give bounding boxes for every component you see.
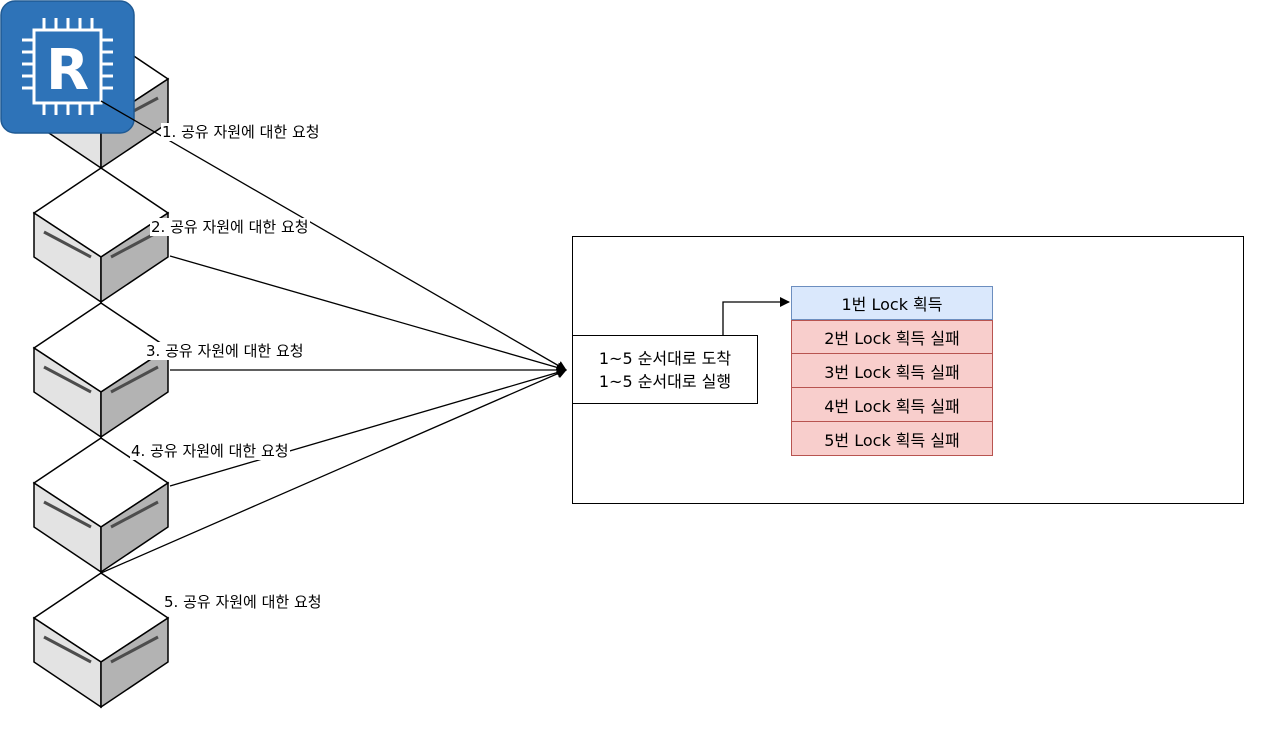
redis-logo-icon: R	[0, 0, 135, 134]
lock-row-3: 3번 Lock 획득 실패	[791, 354, 993, 388]
order-line-execute: 1~5 순서대로 실행	[598, 371, 732, 391]
request-label-5: 5. 공유 자원에 대한 요청	[163, 593, 323, 611]
order-line-arrive: 1~5 순서대로 도착	[598, 348, 732, 368]
lock-row-2: 2번 Lock 획득 실패	[791, 320, 993, 354]
lock-row-1: 1번 Lock 획득	[791, 286, 993, 320]
request-label-4: 4. 공유 자원에 대한 요청	[130, 442, 290, 460]
server-icon	[32, 167, 170, 304]
redis-logo-letter: R	[46, 38, 89, 103]
server-icon	[32, 572, 170, 709]
lock-table: 1번 Lock 획득 2번 Lock 획득 실패 3번 Lock 획득 실패 4…	[791, 286, 993, 456]
request-label-1: 1. 공유 자원에 대한 요청	[161, 123, 321, 141]
lock-row-5: 5번 Lock 획득 실패	[791, 422, 993, 456]
server-icon	[32, 302, 170, 439]
request-label-2: 2. 공유 자원에 대한 요청	[150, 218, 310, 236]
request-label-3: 3. 공유 자원에 대한 요청	[145, 342, 305, 360]
lock-row-4: 4번 Lock 획득 실패	[791, 388, 993, 422]
order-box: 1~5 순서대로 도착 1~5 순서대로 실행	[572, 335, 758, 404]
